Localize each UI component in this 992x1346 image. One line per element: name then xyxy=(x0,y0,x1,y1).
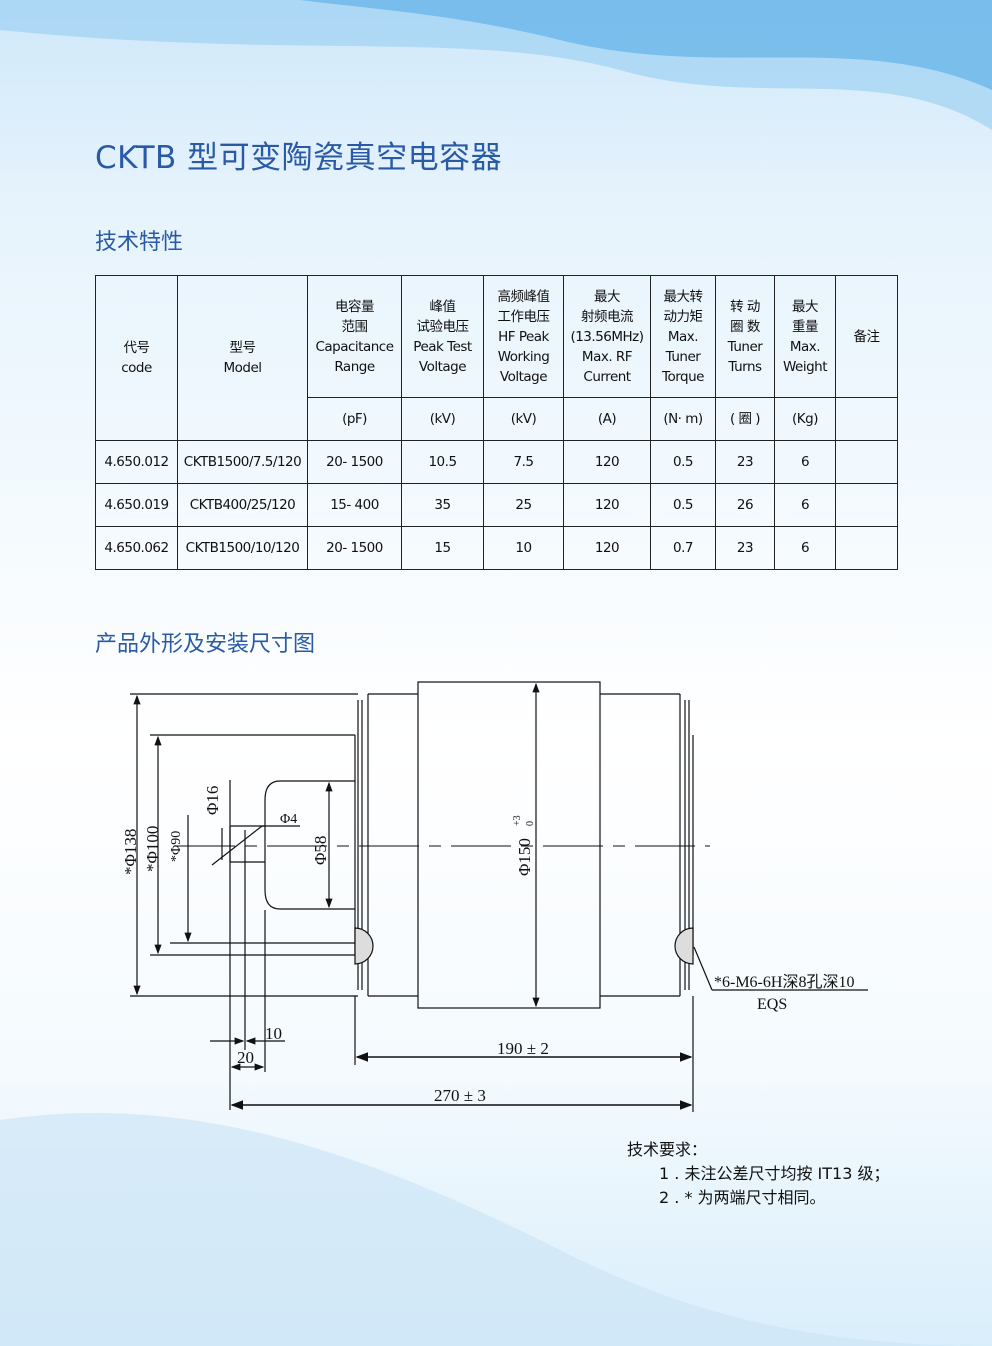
cell: 25 xyxy=(483,483,564,527)
cell xyxy=(835,440,898,484)
unit-cell: (N· m) xyxy=(650,397,716,441)
cell: 35 xyxy=(401,483,484,527)
dim-270: 270 ± 3 xyxy=(434,1086,486,1105)
cell: 10.5 xyxy=(401,440,484,484)
cell: 0.5 xyxy=(650,483,716,527)
notes-heading: 技术要求： xyxy=(627,1140,708,1159)
unit-cell: (kV) xyxy=(483,397,564,441)
dim-d90: *Φ90 xyxy=(169,831,184,862)
dim-d150: Φ150 xyxy=(515,838,534,876)
dim-d4: Φ4 xyxy=(280,812,297,827)
cell: 4.650.019 xyxy=(95,483,178,527)
unit-cell: (A) xyxy=(563,397,651,441)
cell: 4.650.062 xyxy=(95,526,178,570)
cell: 10 xyxy=(483,526,564,570)
cell: 6 xyxy=(774,483,836,527)
cell: 15- 400 xyxy=(307,483,402,527)
cell: CKTB1500/7.5/120 xyxy=(177,440,308,484)
section-heading-specs: 技术特性 xyxy=(95,230,184,255)
cell: 26 xyxy=(715,483,775,527)
cell: CKTB1500/10/120 xyxy=(177,526,308,570)
thread-eqs: EQS xyxy=(757,996,787,1013)
cell xyxy=(835,526,898,570)
cell: 6 xyxy=(774,440,836,484)
note-item: 1 . 未注公差尺寸均按 IT13 级； xyxy=(659,1164,890,1183)
dim-190: 190 ± 2 xyxy=(497,1039,549,1058)
dim-d100: *Φ100 xyxy=(143,826,162,872)
unit-cell: (kV) xyxy=(401,397,484,441)
cell: 6 xyxy=(774,526,836,570)
header-remarks: 备注 xyxy=(835,275,898,398)
cell: CKTB400/25/120 xyxy=(177,483,308,527)
dim-d150-tol-upper: +3 xyxy=(512,815,523,826)
page-title: CKTB 型可变陶瓷真空电容器 xyxy=(95,140,503,176)
technical-notes: 技术要求： 1 . 未注公差尺寸均按 IT13 级； 2 . * 为两端尺寸相同… xyxy=(627,1138,889,1210)
cell: 0.5 xyxy=(650,440,716,484)
dim-d138: *Φ138 xyxy=(121,829,140,875)
cell: 20- 1500 xyxy=(307,526,402,570)
cell: 15 xyxy=(401,526,484,570)
dim-d150-tol-lower: 0 xyxy=(525,821,536,826)
note-item: 2 . * 为两端尺寸相同。 xyxy=(659,1188,826,1207)
thread-note: *6-M6-6H深8孔深10 xyxy=(714,973,854,991)
cell: 4.650.012 xyxy=(95,440,178,484)
section-heading-drawing: 产品外形及安装尺寸图 xyxy=(95,632,316,657)
cell: 0.7 xyxy=(650,526,716,570)
cell: 7.5 xyxy=(483,440,564,484)
dim-d58: Φ58 xyxy=(311,836,330,865)
dim-10: 10 xyxy=(265,1024,282,1043)
dim-d16: Φ16 xyxy=(203,786,222,815)
cell: 120 xyxy=(563,526,651,570)
cell: 23 xyxy=(715,440,775,484)
cell: 120 xyxy=(563,440,651,484)
dim-20: 20 xyxy=(237,1048,254,1067)
cell: 23 xyxy=(715,526,775,570)
